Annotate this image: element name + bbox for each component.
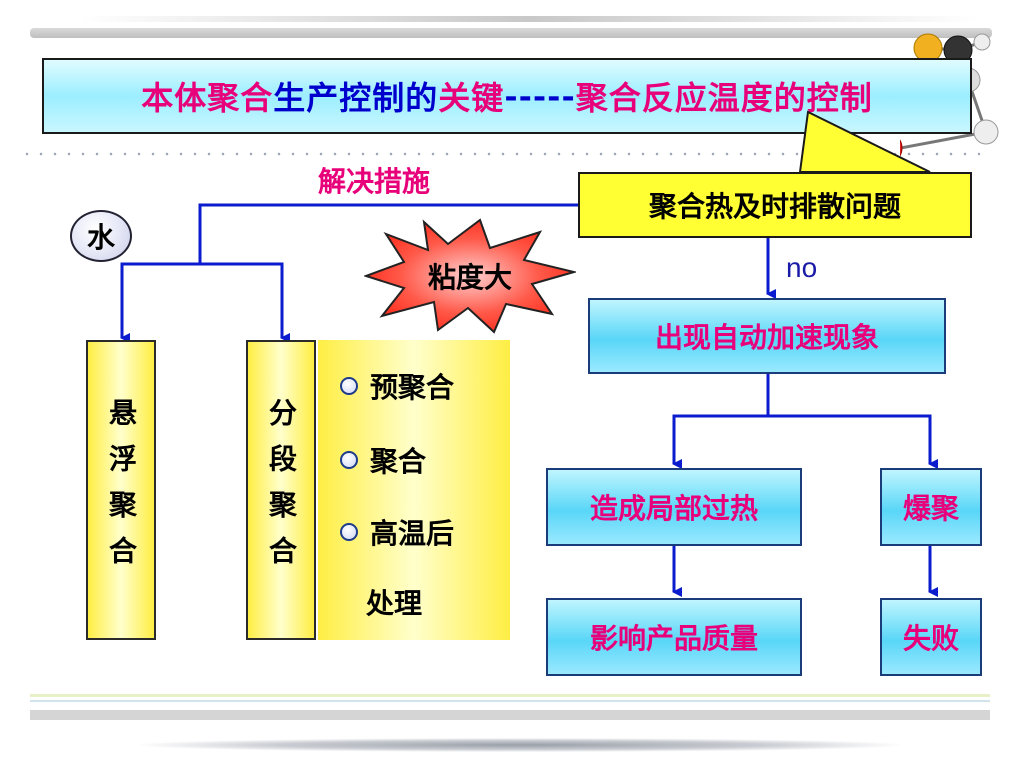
title-part-3: 的 <box>405 79 439 117</box>
burst-shape <box>364 218 576 334</box>
footer-line-2 <box>30 700 990 702</box>
stage-item: 高温后 <box>340 512 454 552</box>
title-part-5: ----- <box>504 77 576 115</box>
callout-heat-removal: 聚合热及时排散问题 <box>578 172 972 238</box>
footer-bar <box>30 710 990 720</box>
title-part-4: 关键 <box>438 79 505 117</box>
box-explosive-polymerization: 爆聚 <box>880 468 982 546</box>
dotted-divider <box>20 152 980 156</box>
pillar-staged-label: 分段聚合 <box>265 398 298 582</box>
pillar-suspension-label: 悬浮聚合 <box>105 398 138 582</box>
box-local-overheat: 造成局部过热 <box>546 468 802 546</box>
page-title: 本体聚合生产控制的关键-----聚合反应温度的控制 <box>44 60 970 132</box>
stage-item-label: 聚合 <box>370 445 427 478</box>
header-bar <box>30 28 992 38</box>
bullet-icon <box>340 377 358 395</box>
burst-label: 粘度大 <box>427 261 512 294</box>
title-part-2: 生产控制 <box>273 79 406 117</box>
solutions-label: 解决措施 <box>318 165 431 198</box>
box-failure: 失败 <box>880 598 982 676</box>
stage-item-continued: 处理 <box>366 582 422 622</box>
bullet-icon <box>340 451 358 469</box>
stage-item-label: 高温后 <box>370 517 455 550</box>
title-part-6: 聚合反应温度的控制 <box>575 79 873 117</box>
water-node: 水 <box>70 210 132 262</box>
stage-item-label: 处理 <box>366 587 423 620</box>
footer-line-1 <box>30 694 990 697</box>
title-part-1: 本体聚合 <box>141 79 274 117</box>
footer-swoosh <box>140 738 900 752</box>
header-accent-line <box>80 16 980 22</box>
stage-item: 预聚合 <box>340 366 454 406</box>
stage-item: 聚合 <box>340 440 426 480</box>
pillar-staged: 分段聚合 <box>246 340 316 640</box>
box-autoacceleration: 出现自动加速现象 <box>588 298 946 374</box>
bullet-icon <box>340 523 358 541</box>
pillar-suspension: 悬浮聚合 <box>86 340 156 640</box>
no-label: no <box>786 252 818 283</box>
box-product-quality: 影响产品质量 <box>546 598 802 676</box>
stage-item-label: 预聚合 <box>370 371 455 404</box>
